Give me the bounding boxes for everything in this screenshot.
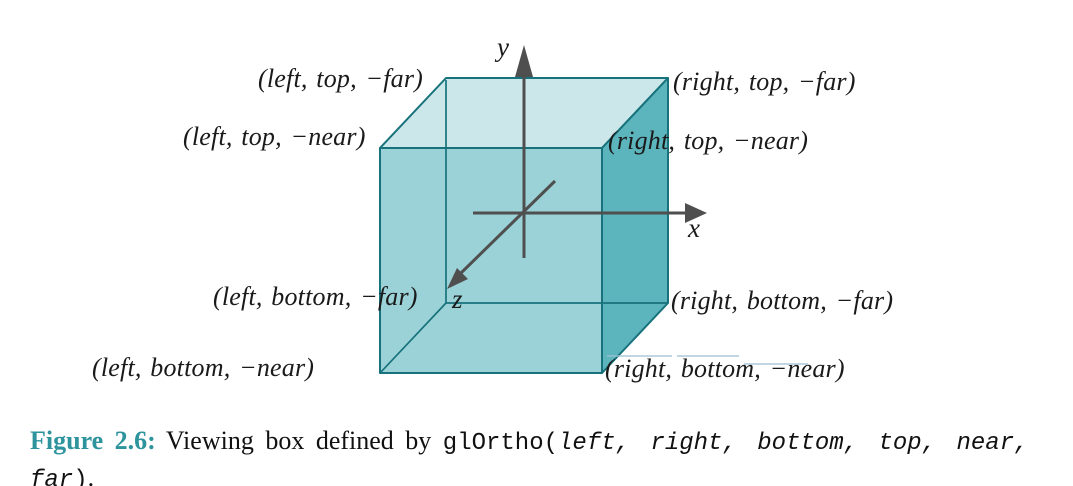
label-left-bottom-far: (left, bottom, −far) bbox=[213, 282, 418, 311]
artifact-line bbox=[607, 355, 672, 357]
label-right-top-near: (right, top, −near) bbox=[608, 126, 809, 155]
x-axis-label: x bbox=[688, 213, 701, 243]
z-axis-label: z bbox=[452, 284, 463, 314]
caption-code-glortho: glOrtho bbox=[442, 430, 544, 457]
caption-paren-close: ) bbox=[73, 467, 88, 486]
label-right-bottom-near: (right, bottom, −near) bbox=[605, 354, 845, 383]
label-left-top-near: (left, top, −near) bbox=[183, 122, 366, 151]
figure-caption: Figure 2.6: Viewing box defined by glOrth… bbox=[30, 424, 1040, 486]
label-left-top-far: (left, top, −far) bbox=[258, 64, 424, 93]
caption-paren-open: ( bbox=[543, 430, 559, 457]
cube-front-face bbox=[379, 147, 603, 374]
caption-period: . bbox=[87, 463, 95, 486]
label-right-top-far: (right, top, −far) bbox=[673, 67, 856, 96]
figure-number: Figure 2.6: bbox=[30, 426, 156, 455]
caption-text: Viewing box defined by bbox=[165, 426, 432, 455]
artifact-line bbox=[677, 355, 739, 357]
cube-left-bottom-depth-edge bbox=[379, 302, 447, 374]
z-axis-arrowhead bbox=[447, 268, 468, 289]
y-axis-label: y bbox=[497, 32, 510, 62]
label-right-bottom-far: (right, bottom, −far) bbox=[671, 286, 894, 315]
caption-args: left, right, bottom, top, near, far bbox=[30, 430, 1029, 486]
y-axis-arrowhead bbox=[515, 45, 533, 77]
x-axis-arrowhead bbox=[685, 203, 707, 223]
artifact-line bbox=[744, 363, 808, 365]
label-left-bottom-near: (left, bottom, −near) bbox=[92, 353, 315, 382]
z-axis-line bbox=[459, 179, 557, 275]
